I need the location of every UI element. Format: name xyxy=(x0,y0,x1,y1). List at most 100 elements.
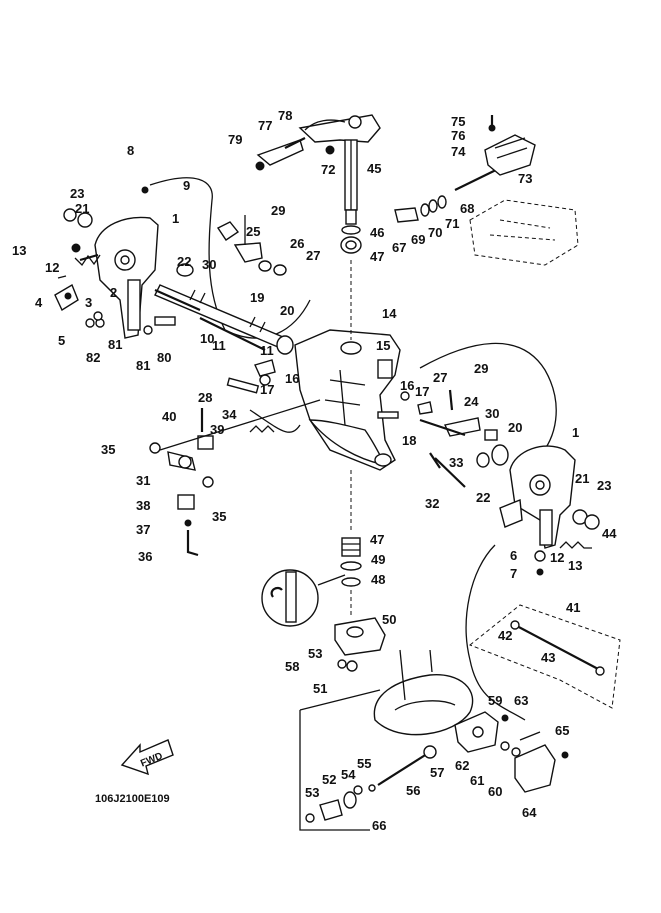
part-label: 62 xyxy=(455,758,469,773)
part-label: 21 xyxy=(75,201,89,216)
part-label: 11 xyxy=(260,343,274,358)
part-label: 72 xyxy=(321,162,335,177)
part-label: 19 xyxy=(250,290,264,305)
part-label: 37 xyxy=(136,522,150,537)
part-label: 81 xyxy=(108,337,122,352)
part-label: 74 xyxy=(451,144,466,159)
part-label: 22 xyxy=(476,490,490,505)
part-label: 4 xyxy=(35,295,43,310)
part-label: 50 xyxy=(382,612,396,627)
part-label: 15 xyxy=(376,338,390,353)
part-label: 36 xyxy=(138,549,152,564)
part-label: 12 xyxy=(550,550,564,565)
part-label: 28 xyxy=(198,390,212,405)
part-label: 25 xyxy=(246,224,260,239)
part-label: 34 xyxy=(222,407,237,422)
part-label: 11 xyxy=(212,338,226,353)
part-label: 80 xyxy=(157,350,171,365)
part-label: 54 xyxy=(341,767,356,782)
part-label: 75 xyxy=(451,114,465,129)
part-label: 20 xyxy=(280,303,294,318)
part-label: 16 xyxy=(285,371,299,386)
part-label: 64 xyxy=(522,805,537,820)
part-label: 51 xyxy=(313,681,327,696)
part-label: 53 xyxy=(308,646,322,661)
part-label: 3 xyxy=(85,295,92,310)
part-label: 79 xyxy=(228,132,242,147)
part-label: 58 xyxy=(285,659,299,674)
part-label: 44 xyxy=(602,526,617,541)
part-label: 59 xyxy=(488,693,502,708)
part-label: 16 xyxy=(400,378,414,393)
part-label: 82 xyxy=(86,350,100,365)
part-label: 52 xyxy=(322,772,336,787)
part-label: 30 xyxy=(485,406,499,421)
part-label: 2 xyxy=(110,285,117,300)
part-label: 35 xyxy=(101,442,115,457)
part-label: 49 xyxy=(371,552,385,567)
part-label: 21 xyxy=(575,471,589,486)
part-label: 68 xyxy=(460,201,474,216)
part-label: 40 xyxy=(162,409,176,424)
diagram-artwork xyxy=(54,114,621,831)
part-label: 60 xyxy=(488,784,502,799)
part-label: 22 xyxy=(177,254,191,269)
part-label: 20 xyxy=(508,420,522,435)
part-label: 30 xyxy=(202,257,216,272)
part-label: 29 xyxy=(474,361,488,376)
part-label: 48 xyxy=(371,572,385,587)
part-label: 69 xyxy=(411,232,425,247)
part-label: 24 xyxy=(464,394,479,409)
part-label: 1 xyxy=(572,425,579,440)
part-label: 9 xyxy=(183,178,190,193)
part-label: 23 xyxy=(597,478,611,493)
part-label: 12 xyxy=(45,260,59,275)
part-label: 8 xyxy=(127,143,134,158)
part-label: 13 xyxy=(568,558,582,573)
part-label: 38 xyxy=(136,498,150,513)
part-label: 61 xyxy=(470,773,484,788)
part-label: 65 xyxy=(555,723,569,738)
part-label: 23 xyxy=(70,186,84,201)
part-label: 17 xyxy=(415,384,429,399)
part-label: 56 xyxy=(406,783,420,798)
part-label: 10 xyxy=(200,331,214,346)
part-label: 76 xyxy=(451,128,465,143)
part-label: 5 xyxy=(58,333,65,348)
part-label: 39 xyxy=(210,422,224,437)
part-label: 63 xyxy=(514,693,528,708)
part-label: 73 xyxy=(518,171,532,186)
part-label: 29 xyxy=(271,203,285,218)
part-label: 13 xyxy=(12,243,26,258)
part-label: 70 xyxy=(428,225,442,240)
part-label: 27 xyxy=(306,248,320,263)
part-label: 32 xyxy=(425,496,439,511)
part-label: 57 xyxy=(430,765,444,780)
part-label: 47 xyxy=(370,532,384,547)
part-label: 81 xyxy=(136,358,150,373)
part-label: 7 xyxy=(510,566,517,581)
part-label: 78 xyxy=(278,108,292,123)
part-label: 45 xyxy=(367,161,381,176)
part-label: 47 xyxy=(370,249,384,264)
part-label: 77 xyxy=(258,118,272,133)
part-label: 67 xyxy=(392,240,406,255)
part-label: 6 xyxy=(510,548,517,563)
part-label: 53 xyxy=(305,785,319,800)
part-label: 46 xyxy=(370,225,384,240)
part-label: 43 xyxy=(541,650,555,665)
part-label: 1 xyxy=(172,211,179,226)
drawing-code: 106J2100E109 xyxy=(95,793,170,805)
part-label: 66 xyxy=(372,818,386,833)
part-label: 42 xyxy=(498,628,512,643)
part-label: 26 xyxy=(290,236,304,251)
part-label: 71 xyxy=(445,216,459,231)
part-label: 33 xyxy=(449,455,463,470)
part-label: 18 xyxy=(402,433,416,448)
part-label: 27 xyxy=(433,370,447,385)
part-label: 41 xyxy=(566,600,580,615)
part-label: 35 xyxy=(212,509,226,524)
part-label: 17 xyxy=(260,382,274,397)
